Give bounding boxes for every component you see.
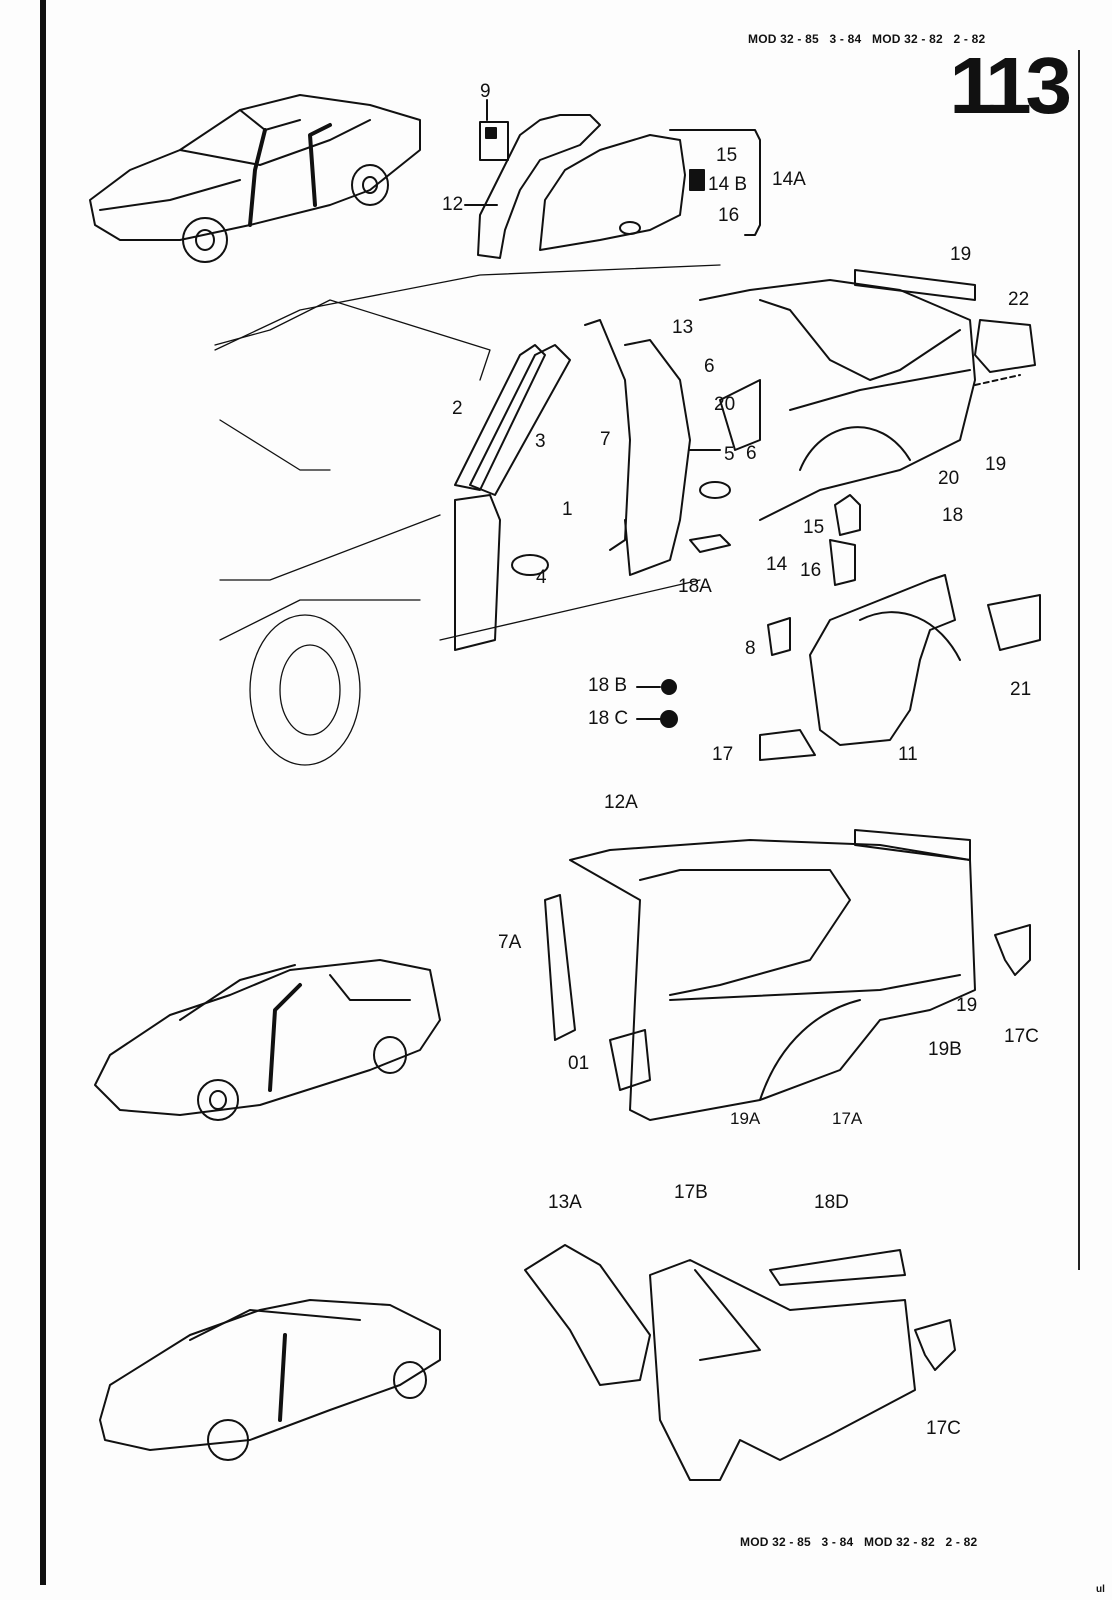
sedan-quarter-panel <box>524 1244 956 1481</box>
right-border <box>1078 50 1080 1270</box>
page-number: 113 <box>949 41 1072 130</box>
part-label-20-mid: 20 <box>714 394 736 415</box>
part-label-14b: 14 B <box>708 174 748 195</box>
part-label-18c: 18 C <box>588 708 629 729</box>
pillars-and-quarter <box>454 269 1036 651</box>
header-date-1: 3 - 84 <box>829 32 862 46</box>
binding-edge <box>40 0 46 1585</box>
part-label-18d: 18D <box>814 1192 849 1213</box>
part-label-12: 12 <box>442 194 464 215</box>
part-label-19-coupe: 19 <box>956 995 978 1016</box>
part-label-13a: 13A <box>548 1192 582 1213</box>
part-label-19b: 19B <box>928 1039 962 1060</box>
part-label-15-lower: 15 <box>803 517 825 538</box>
part-label-12a: 12A <box>604 792 638 813</box>
part-label-7a: 7A <box>498 932 522 953</box>
part-label-17b: 17B <box>674 1182 708 1203</box>
part-label-13: 13 <box>672 317 694 338</box>
part-label-14: 14 <box>766 554 788 575</box>
part-label-7: 7 <box>600 429 611 450</box>
part-label-18b: 18 B <box>588 675 628 696</box>
part-label-22: 22 <box>1008 289 1030 310</box>
part-label-6-top: 6 <box>704 356 715 377</box>
part-label-4: 4 <box>536 567 547 588</box>
part-label-3: 3 <box>535 431 546 452</box>
footer-model-ref-2: MOD 32 - 82 <box>864 1535 935 1549</box>
part-label-21: 21 <box>1010 679 1032 700</box>
part-label-19a: 19A <box>730 1109 761 1128</box>
part-label-8: 8 <box>745 638 756 659</box>
part-label-2: 2 <box>452 398 463 419</box>
part-label-16: 16 <box>718 205 740 226</box>
thumbnail-coupe-car <box>94 959 441 1121</box>
part-label-17a: 17A <box>832 1109 863 1128</box>
part-label-16-lower: 16 <box>800 560 822 581</box>
part-label-1: 1 <box>562 499 573 520</box>
upper-parts-group <box>464 99 761 259</box>
part-label-19-right: 19 <box>985 454 1007 475</box>
corner-mark: ul <box>1096 1584 1105 1595</box>
part-label-18: 18 <box>942 505 964 526</box>
footer-date-1: 3 - 84 <box>821 1535 854 1549</box>
part-label-6-bracket: 6 <box>746 443 757 464</box>
part-label-19-top: 19 <box>950 244 972 265</box>
lower-right-parts <box>636 494 1041 761</box>
part-label-20-right: 20 <box>938 468 960 489</box>
thumbnail-4door-car <box>89 94 421 263</box>
part-label-17c-coupe: 17C <box>1004 1026 1039 1047</box>
footer-model-ref-1: MOD 32 - 85 <box>740 1535 811 1549</box>
footer-date-2: 2 - 82 <box>945 1535 978 1549</box>
footer-model-refs: MOD 32 - 85 3 - 84 MOD 32 - 82 2 - 82 <box>740 1535 977 1549</box>
part-label-5: 5 <box>724 444 735 465</box>
header-model-ref-2: MOD 32 - 82 <box>872 32 943 46</box>
header-model-ref-1: MOD 32 - 85 <box>748 32 819 46</box>
part-label-18a: 18A <box>678 576 712 597</box>
part-label-17c-sedan: 17C <box>926 1418 961 1439</box>
part-label-15: 15 <box>716 145 738 166</box>
header-model-refs: MOD 32 - 85 3 - 84 MOD 32 - 82 2 - 82 <box>748 32 985 46</box>
part-label-17: 17 <box>712 744 734 765</box>
part-label-11: 11 <box>898 744 918 765</box>
part-label-14a: 14A <box>772 169 806 190</box>
header-date-2: 2 - 82 <box>953 32 986 46</box>
coupe-quarter-panel <box>544 829 1031 1121</box>
part-label-9: 9 <box>480 81 491 102</box>
main-body-outline <box>214 264 721 766</box>
thumbnail-sedan-car <box>99 1299 441 1461</box>
part-label-01: 01 <box>568 1053 590 1074</box>
